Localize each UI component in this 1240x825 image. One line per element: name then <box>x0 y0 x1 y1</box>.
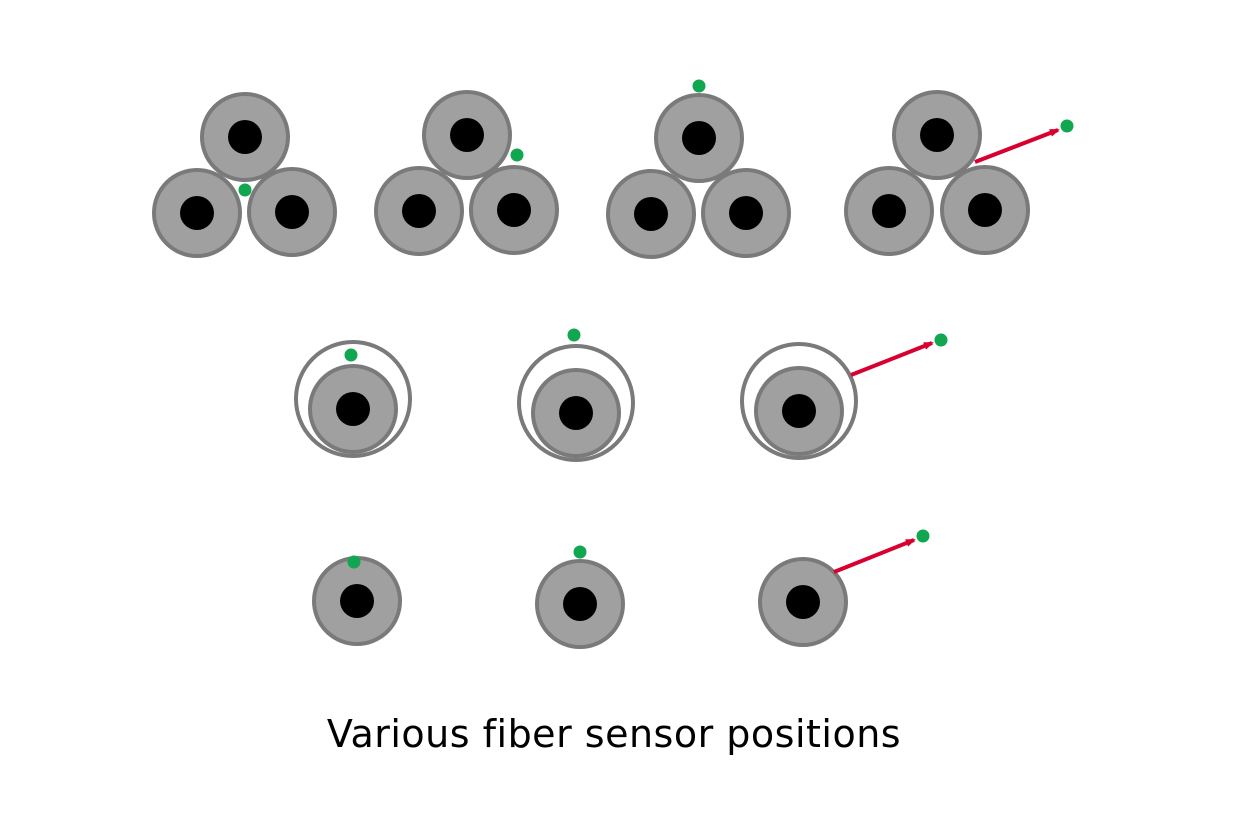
fiber <box>374 166 464 256</box>
triple-bundle-sensor-top <box>606 79 791 259</box>
fiber <box>469 165 559 255</box>
sheathed-fiber-sensor-outside <box>517 328 635 462</box>
fiber <box>940 165 1030 255</box>
fiber <box>308 364 398 454</box>
sensor-dot <box>573 545 587 559</box>
fiber <box>422 90 512 180</box>
sensor-dot <box>692 79 706 93</box>
fiber <box>701 168 791 258</box>
sensor-dot <box>344 348 358 362</box>
offset-arrow <box>833 538 916 574</box>
triple-bundle-sensor-remote <box>844 90 1074 256</box>
offset-arrow <box>974 128 1060 164</box>
fiber <box>535 559 625 649</box>
offset-arrow <box>850 341 934 377</box>
sensor-dot <box>934 333 948 347</box>
sheath-ring <box>740 342 858 460</box>
bare-fiber-sensor-remote <box>758 529 930 647</box>
fiber <box>152 168 242 258</box>
fiber <box>312 556 402 646</box>
diagram-caption: Various fiber sensor positions <box>326 712 902 756</box>
sensor-dot <box>510 148 524 162</box>
fiber <box>654 93 744 183</box>
fiber <box>844 166 934 256</box>
sensor-dot <box>567 328 581 342</box>
fiber <box>247 167 337 257</box>
fiber <box>200 92 290 182</box>
fiber <box>754 366 844 456</box>
sensor-dot <box>916 529 930 543</box>
triple-bundle-sensor-center <box>152 92 337 258</box>
fiber <box>892 90 982 180</box>
sensor-dot <box>347 555 361 569</box>
triple-bundle-sensor-side <box>374 90 559 256</box>
bare-fiber-sensor-on-surface <box>312 555 402 646</box>
sensor-dot <box>1060 119 1074 133</box>
fiber <box>531 368 621 458</box>
sheathed-fiber-sensor-inside <box>294 340 412 458</box>
sheathed-fiber-sensor-remote <box>740 333 948 460</box>
fiber <box>758 557 848 647</box>
sheath-ring <box>294 340 412 458</box>
sheath-ring <box>517 344 635 462</box>
sensor-dot <box>238 183 252 197</box>
bare-fiber-sensor-near <box>535 545 625 649</box>
fiber <box>606 169 696 259</box>
